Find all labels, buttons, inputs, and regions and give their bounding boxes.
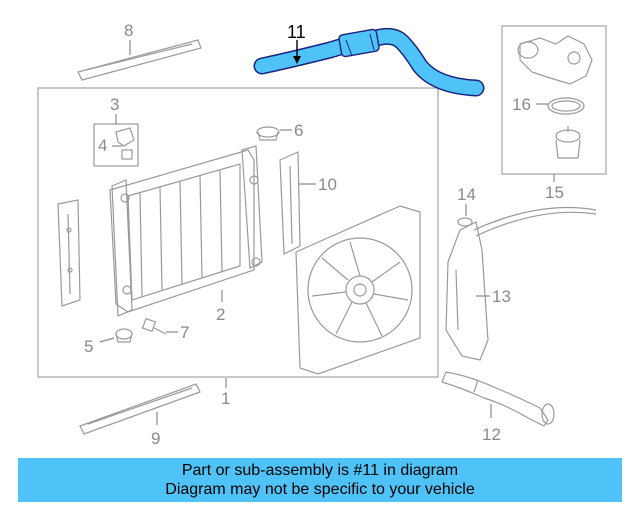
part-5-insulator[interactable]	[115, 328, 133, 343]
fan-shroud	[295, 205, 421, 375]
callout-7[interactable]: 7	[180, 323, 189, 342]
thermostat	[555, 126, 581, 159]
callout-9[interactable]: 9	[151, 429, 160, 448]
left-side-seal	[57, 199, 81, 307]
callout-3[interactable]: 3	[110, 95, 119, 114]
leader-5	[99, 337, 115, 343]
banner-line-2: Diagram may not be specific to your vehi…	[165, 481, 475, 498]
part-6-radiator-cap[interactable]	[256, 126, 280, 141]
part-7-bolt[interactable]	[141, 317, 167, 335]
part-15-thermostat-housing[interactable]	[517, 35, 593, 85]
part-9-lower-strip[interactable]	[79, 383, 201, 435]
part-13-reservoir[interactable]	[445, 206, 597, 361]
callout-8[interactable]: 8	[124, 21, 133, 40]
part-2-radiator[interactable]	[109, 145, 263, 317]
radiator-assembly-frame	[37, 87, 439, 378]
part-8-upper-strip[interactable]	[77, 39, 202, 81]
part-14-reservoir-cap[interactable]	[457, 217, 473, 227]
info-banner: Part or sub-assembly is #11 in diagram D…	[18, 458, 622, 502]
part-16-gasket[interactable]	[547, 97, 585, 115]
leader-11-arrow	[293, 56, 301, 64]
callout-1[interactable]: 1	[221, 389, 230, 408]
callout-16[interactable]: 16	[512, 95, 531, 114]
part-10-side-seal[interactable]	[279, 151, 301, 255]
callout-11[interactable]: 11	[287, 22, 306, 42]
callout-14[interactable]: 14	[457, 185, 476, 204]
callout-15[interactable]: 15	[545, 183, 564, 202]
part-11-radiator-hose[interactable]	[253, 28, 485, 97]
callout-5[interactable]: 5	[84, 337, 93, 356]
callout-12[interactable]: 12	[482, 425, 501, 444]
callout-4[interactable]: 4	[98, 136, 107, 155]
callout-13[interactable]: 13	[492, 287, 511, 306]
callout-10[interactable]: 10	[318, 175, 337, 194]
part-12-lower-hose[interactable]	[441, 371, 555, 427]
callout-2[interactable]: 2	[216, 305, 225, 324]
banner-line-1: Part or sub-assembly is #11 in diagram	[181, 462, 459, 479]
callout-6[interactable]: 6	[294, 121, 303, 140]
